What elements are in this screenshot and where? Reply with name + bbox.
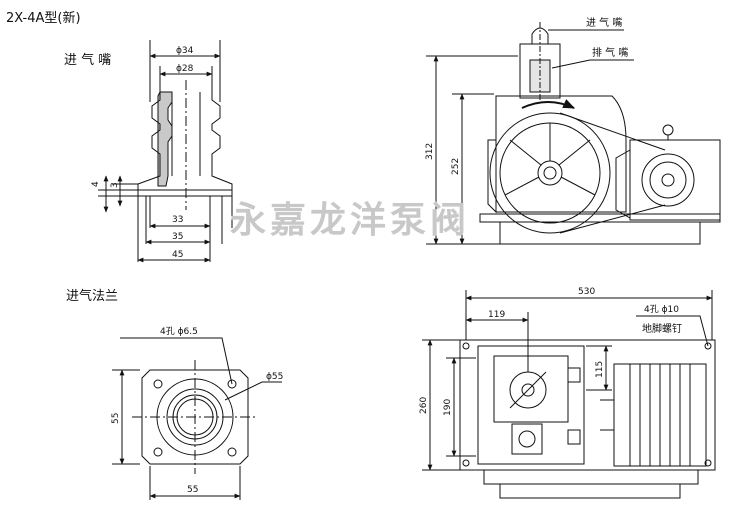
section-inlet-flange-title: 进气法兰 — [66, 288, 118, 304]
dim-h3: 3 — [110, 182, 120, 188]
label-inlet-nozzle: 进 气 嘴 — [586, 16, 622, 29]
dim-312: 312 — [425, 143, 435, 160]
dim-190: 190 — [443, 399, 453, 416]
inlet-nozzle-section — [98, 40, 233, 263]
watermark: 永嘉龙洋泵阀 — [230, 200, 470, 241]
inlet-flange-view — [112, 337, 282, 500]
dim-h4: 4 — [91, 181, 101, 187]
flange-side-55: 55 — [111, 413, 121, 424]
pump-front-view — [426, 22, 721, 245]
pump-top-view — [422, 290, 716, 499]
section-inlet-nozzle-title: 进 气 嘴 — [64, 52, 111, 68]
dim-260: 260 — [419, 397, 429, 414]
dim-530: 530 — [578, 287, 595, 297]
dim-w33: 33 — [172, 215, 183, 225]
flange-bottom-55: 55 — [187, 485, 198, 495]
dim-w35: 35 — [172, 232, 183, 242]
label-exhaust-nozzle: 排 气 嘴 — [592, 46, 628, 59]
drawing-title: 2X-4A型(新) — [6, 10, 81, 26]
flange-holes-note: 4孔 ϕ6.5 — [160, 326, 198, 337]
dim-phi28: ϕ28 — [176, 64, 194, 74]
dim-119: 119 — [488, 310, 505, 320]
dim-252: 252 — [451, 158, 461, 175]
label-foundation-bolts: 地脚螺钉 — [642, 322, 682, 335]
dim-phi34: ϕ34 — [176, 46, 194, 56]
flange-phi55: ϕ55 — [266, 372, 283, 382]
dim-115: 115 — [595, 361, 605, 378]
dim-w45: 45 — [172, 250, 183, 260]
bolt-holes-note: 4孔 ϕ10 — [644, 304, 679, 315]
